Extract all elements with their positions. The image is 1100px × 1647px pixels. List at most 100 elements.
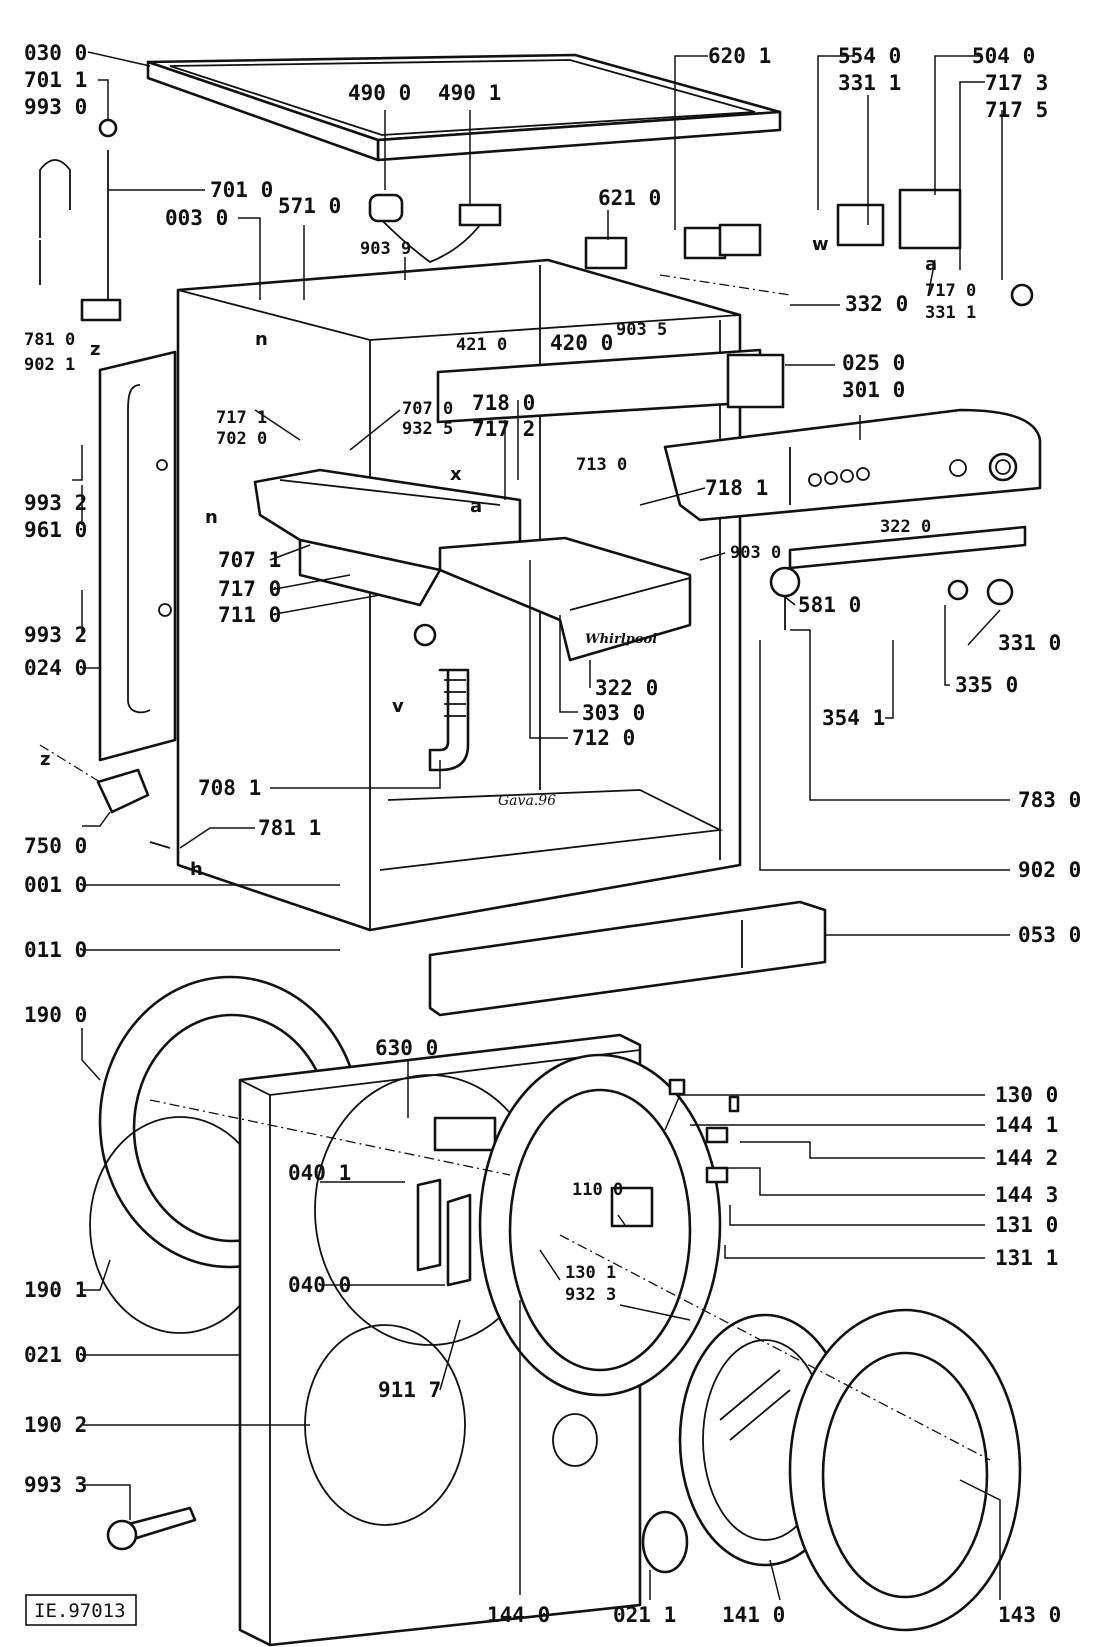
label-903-5: 903 5 — [616, 320, 667, 340]
label-707-0: 707 0 — [402, 399, 453, 419]
top-panel-030 — [146, 53, 782, 162]
label-993-0: 993 0 — [24, 95, 87, 119]
label-053-0: 053 0 — [1018, 923, 1081, 947]
label-420-0: 420 0 — [550, 331, 613, 355]
label-331-0: 331 0 — [998, 631, 1061, 655]
label-993-2-b: 993 2 — [24, 623, 87, 647]
timer-504 — [836, 188, 1034, 307]
label-783-0: 783 0 — [1018, 788, 1081, 812]
label-717-1: 717 1 — [216, 408, 267, 428]
door-ring-144 — [478, 1053, 722, 1397]
label-322-0-a: 322 0 — [880, 517, 931, 537]
diagram-code: IE.97013 — [34, 1600, 126, 1622]
label-902-0: 902 0 — [1018, 858, 1081, 882]
letter-n-2: n — [205, 507, 218, 528]
side-panel-024 — [98, 350, 177, 762]
label-144-1: 144 1 — [995, 1113, 1058, 1137]
signature: Gava.96 — [498, 793, 556, 809]
pressure-switch-581 — [769, 566, 801, 630]
label-717-0-a: 717 0 — [925, 281, 976, 301]
label-490-1: 490 1 — [438, 81, 501, 105]
letter-n-1: n — [255, 329, 268, 350]
letter-w: w — [812, 234, 829, 255]
label-303-0: 303 0 — [582, 701, 645, 725]
label-003-0: 003 0 — [165, 206, 228, 230]
label-025-0: 025 0 — [842, 351, 905, 375]
dispenser-drawer-303: Whirlpool — [438, 536, 692, 662]
label-750-0: 750 0 — [24, 834, 87, 858]
label-717-0-b: 717 0 — [218, 577, 281, 601]
label-554-0: 554 0 — [838, 44, 901, 68]
label-130-1: 130 1 — [565, 1263, 616, 1283]
label-717-3: 717 3 — [985, 71, 1048, 95]
label-021-0: 021 0 — [24, 1343, 87, 1367]
label-144-2: 144 2 — [995, 1146, 1058, 1170]
valve-750 — [96, 768, 171, 849]
label-143-0: 143 0 — [998, 1603, 1061, 1627]
suppressor-620 — [584, 223, 762, 270]
control-panel-301 — [663, 408, 1042, 522]
label-190-0: 190 0 — [24, 1003, 87, 1027]
label-932-3: 932 3 — [565, 1285, 616, 1305]
label-993-3: 993 3 — [24, 1473, 87, 1497]
label-131-1: 131 1 — [995, 1246, 1058, 1270]
label-144-3: 144 3 — [995, 1183, 1058, 1207]
label-354-1: 354 1 — [822, 706, 885, 730]
label-190-2: 190 2 — [24, 1413, 87, 1437]
leader-lines — [72, 51, 1010, 1601]
label-131-0: 131 0 — [995, 1213, 1058, 1237]
label-011-0: 011 0 — [24, 938, 87, 962]
label-335-0: 335 0 — [955, 673, 1018, 697]
label-490-0: 490 0 — [348, 81, 411, 105]
lens-021-1 — [641, 1510, 689, 1574]
label-021-1: 021 1 — [613, 1603, 676, 1627]
diagram-code-box: IE.97013 — [25, 1594, 137, 1626]
label-717-2: 717 2 — [472, 417, 535, 441]
label-001-0: 001 0 — [24, 873, 87, 897]
kickplate-053 — [428, 900, 827, 1017]
door-frame-143 — [788, 1308, 1022, 1632]
label-130-0: 130 0 — [995, 1083, 1058, 1107]
label-708-1: 708 1 — [198, 776, 261, 800]
label-620-1: 620 1 — [708, 44, 771, 68]
label-903-9: 903 9 — [360, 239, 411, 259]
dispenser-711 — [253, 468, 522, 607]
label-421-0: 421 0 — [456, 335, 507, 355]
label-702-0: 702 0 — [216, 429, 267, 449]
knobs-331-335 — [947, 578, 1014, 606]
label-932-5: 932 5 — [402, 419, 453, 439]
wire-harness-490 — [368, 193, 502, 264]
part-labels: 030 0 701 1 993 0 490 0 490 1 620 1 554 … — [24, 41, 1081, 1627]
label-331-1-a: 331 1 — [838, 71, 901, 95]
label-630-0: 630 0 — [375, 1036, 438, 1060]
label-701-1: 701 1 — [24, 68, 87, 92]
label-110-0: 110 0 — [572, 1180, 623, 1200]
label-621-0: 621 0 — [598, 186, 661, 210]
label-040-1: 040 1 — [288, 1161, 351, 1185]
label-144-0: 144 0 — [487, 1603, 550, 1627]
label-024-0: 024 0 — [24, 656, 87, 680]
label-504-0: 504 0 — [972, 44, 1035, 68]
label-902-1: 902 1 — [24, 355, 75, 375]
hose-708 — [413, 623, 470, 772]
letter-z-1: z — [90, 339, 100, 360]
label-781-0: 781 0 — [24, 330, 75, 350]
label-781-1: 781 1 — [258, 816, 321, 840]
letter-h: h — [190, 859, 203, 880]
wrench-993-3 — [106, 1506, 197, 1551]
label-707-1: 707 1 — [218, 548, 281, 572]
label-141-0: 141 0 — [722, 1603, 785, 1627]
label-718-0: 718 0 — [472, 391, 535, 415]
label-040-0: 040 0 — [288, 1273, 351, 1297]
label-571-0: 571 0 — [278, 194, 341, 218]
label-711-0: 711 0 — [218, 603, 281, 627]
hose-clip-993-0 — [39, 118, 122, 322]
label-581-0: 581 0 — [798, 593, 861, 617]
label-322-0-b: 322 0 — [595, 676, 658, 700]
label-718-1: 718 1 — [705, 476, 768, 500]
hinge-pins-144-131 — [668, 1078, 740, 1184]
label-331-1-b: 331 1 — [925, 303, 976, 323]
label-713-0: 713 0 — [576, 455, 627, 475]
label-903-0: 903 0 — [730, 543, 781, 563]
